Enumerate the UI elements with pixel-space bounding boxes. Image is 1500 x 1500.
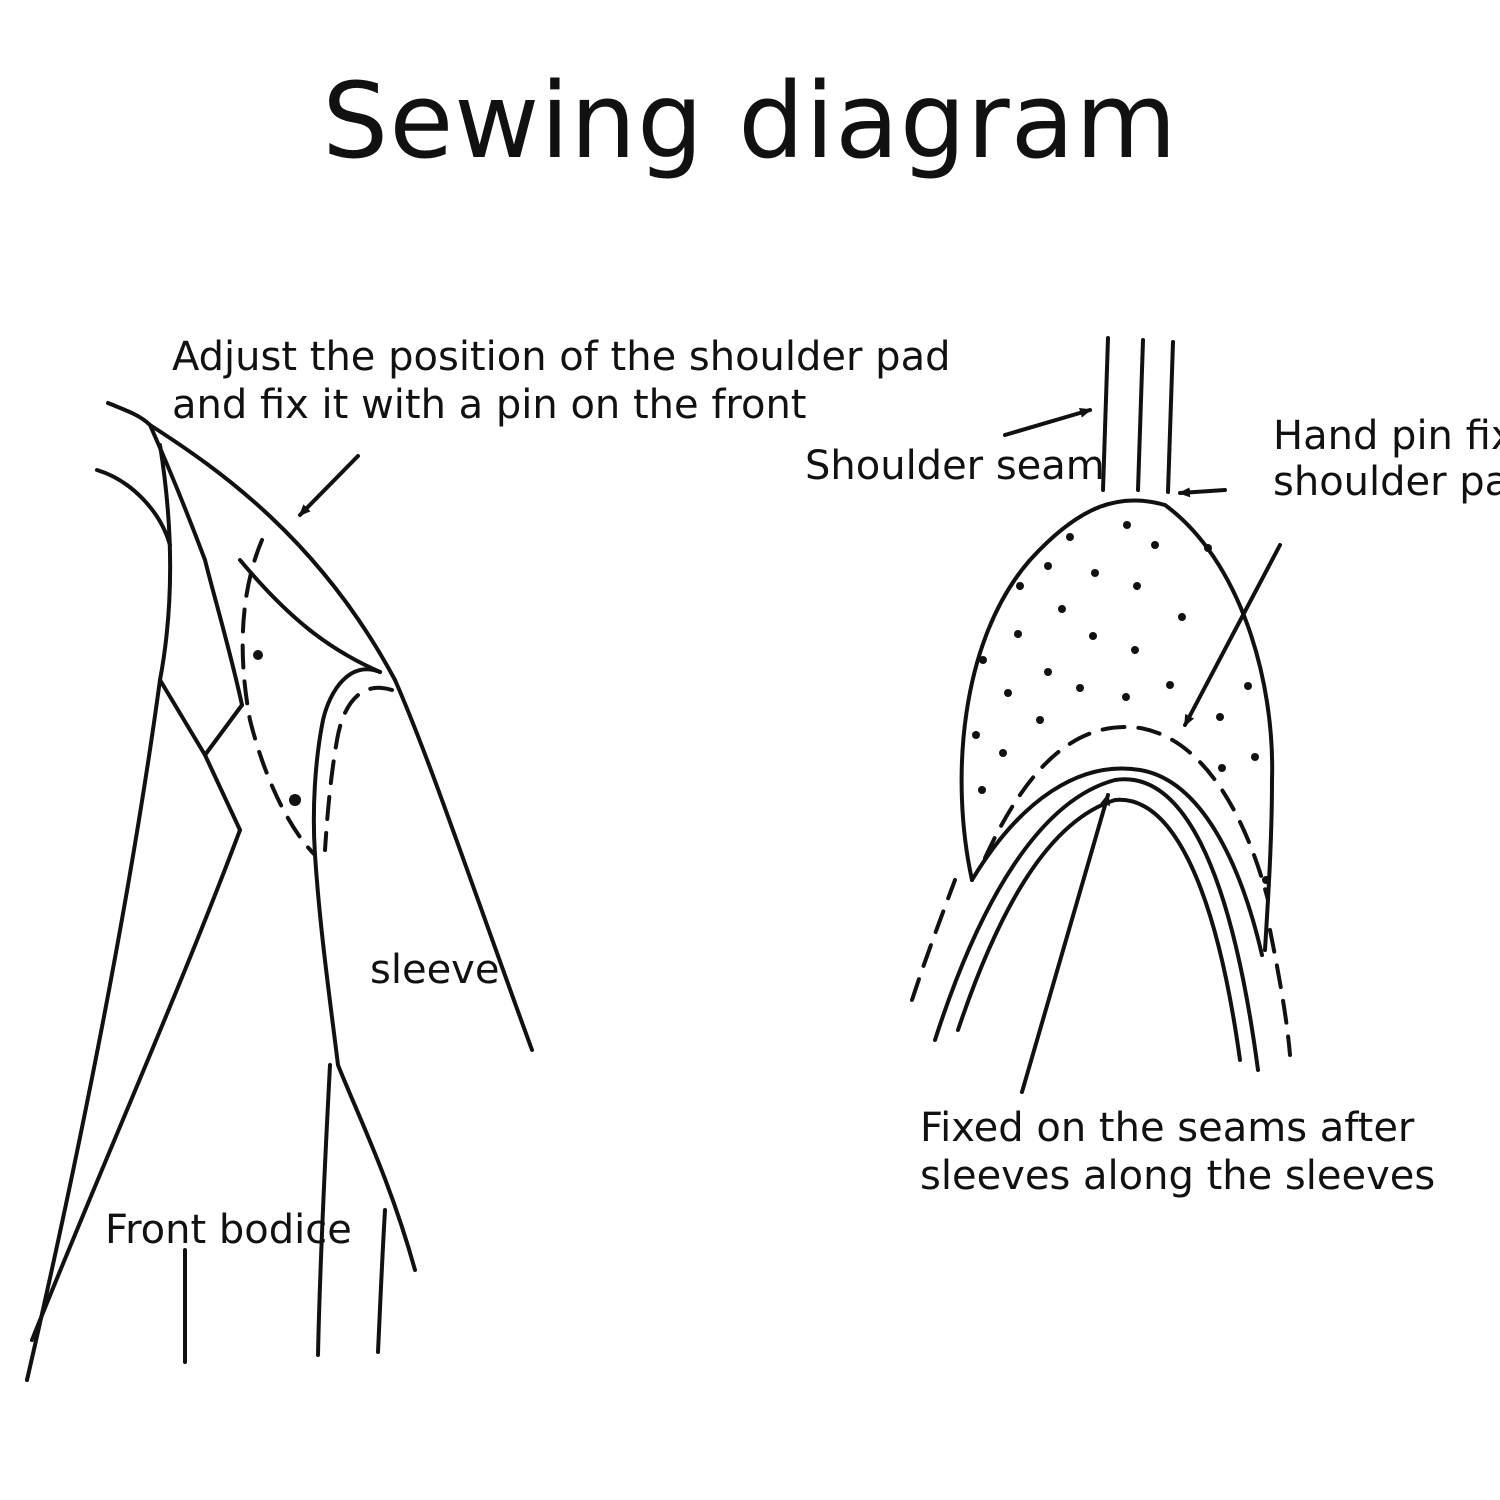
sleeve-outer-line (393, 678, 534, 1052)
hand-pin-arrow (1178, 487, 1227, 498)
sleeve-seam-arch-inner (956, 797, 1242, 1062)
bodice-inner-edge (30, 828, 242, 1342)
diagram-title: Sewing diagram (322, 60, 1178, 182)
pin-mark-2 (253, 650, 263, 660)
shoulder-seam-arrow (1003, 408, 1092, 437)
sleeve-label: sleeve (370, 947, 500, 993)
pad-inner-arch (970, 766, 1264, 957)
sleeve-head-stitch (323, 686, 394, 852)
shoulder-seam-label: Shoulder seam (805, 443, 1105, 489)
fixed-seam-arrow (1020, 793, 1111, 1094)
sleeve-seam-arch-outer (933, 777, 1260, 1072)
neck-curve-line (95, 468, 172, 547)
fixed-seams-label-line2: sleeves along the sleeves (920, 1153, 1436, 1199)
fixed-seams-label-line1: Fixed on the seams after (920, 1105, 1415, 1151)
sleeve-head-line (311, 667, 382, 857)
shoulder-seam-line-2 (1136, 338, 1145, 492)
shoulder-pad-drawing (910, 336, 1292, 1094)
collar-inner-line (148, 423, 244, 707)
collar-outer-line (106, 401, 397, 682)
hand-pin-label-line1: Hand pin fix (1273, 413, 1500, 459)
side-seam-line-2 (376, 1208, 387, 1354)
adjust-pad-label-line1: Adjust the position of the shoulder pad (172, 334, 951, 380)
lapel-notch-line (158, 678, 244, 757)
shoulder-pad-outline (959, 498, 1275, 952)
jacket-front-drawing (25, 401, 534, 1382)
hand-pin-label-line2: shoulder pad (1273, 459, 1500, 505)
sleeve-dashed-left (910, 878, 957, 1002)
bodice-front-edge (25, 678, 162, 1382)
side-seam-line (316, 1063, 332, 1357)
lapel-fold-line (203, 753, 242, 832)
pad-dots (972, 521, 1270, 884)
pad-stitch-arch (983, 725, 1270, 902)
adjust-pad-label-line2: and fix it with a pin on the front (172, 382, 807, 428)
front-bodice-label: Front bodice (105, 1207, 352, 1253)
pin-pointer-arrow (298, 454, 360, 517)
shoulder-seam-line-3 (1166, 340, 1175, 494)
sleeve-dashed-right (1268, 928, 1292, 1057)
shoulder-seam-line-1 (1101, 336, 1110, 492)
lapel-edge-line (158, 443, 173, 682)
armhole-curve (238, 558, 382, 674)
pin-mark (289, 794, 301, 806)
underarm-seam-line (313, 853, 417, 1272)
shoulder-pad-dashed-outline (240, 538, 317, 857)
hand-pin-pointer-line (1183, 543, 1282, 727)
